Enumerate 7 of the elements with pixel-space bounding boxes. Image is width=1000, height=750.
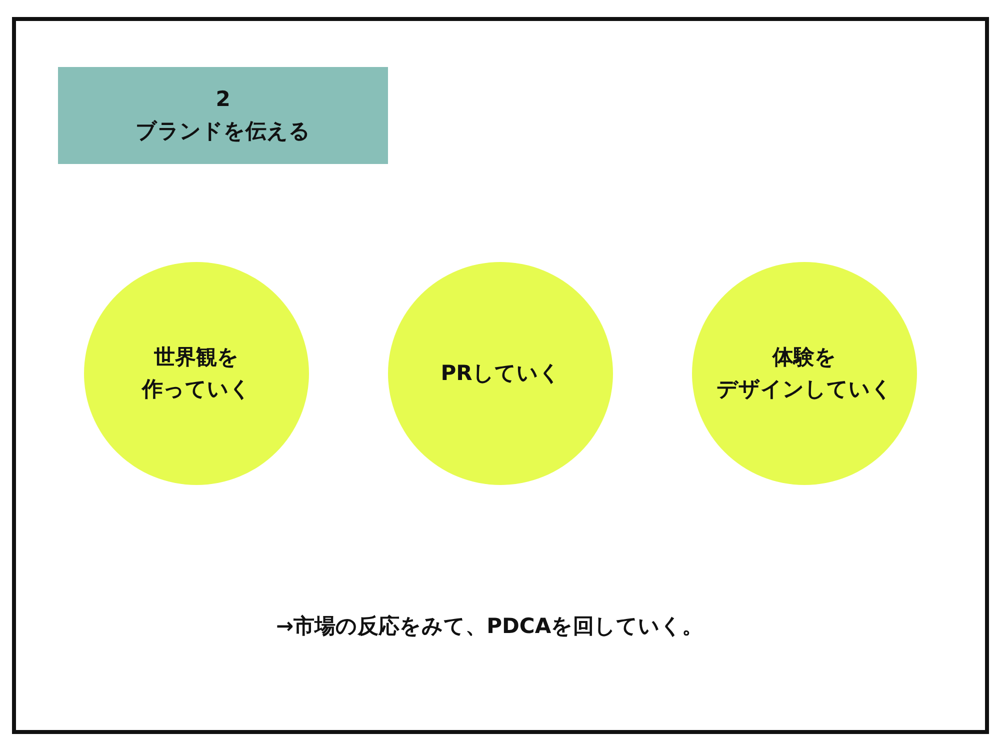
circle-text: 体験をデザインしていく xyxy=(716,344,892,402)
section-number: 2 xyxy=(216,86,230,113)
note-text: →市場の反応をみて、PDCAを回していく。 xyxy=(276,613,704,640)
circle-text: 世界観を作っていく xyxy=(142,344,251,402)
title-box xyxy=(58,67,388,164)
section-title: ブランドを伝える xyxy=(136,118,310,144)
circle-text: PRしていく xyxy=(440,360,560,387)
